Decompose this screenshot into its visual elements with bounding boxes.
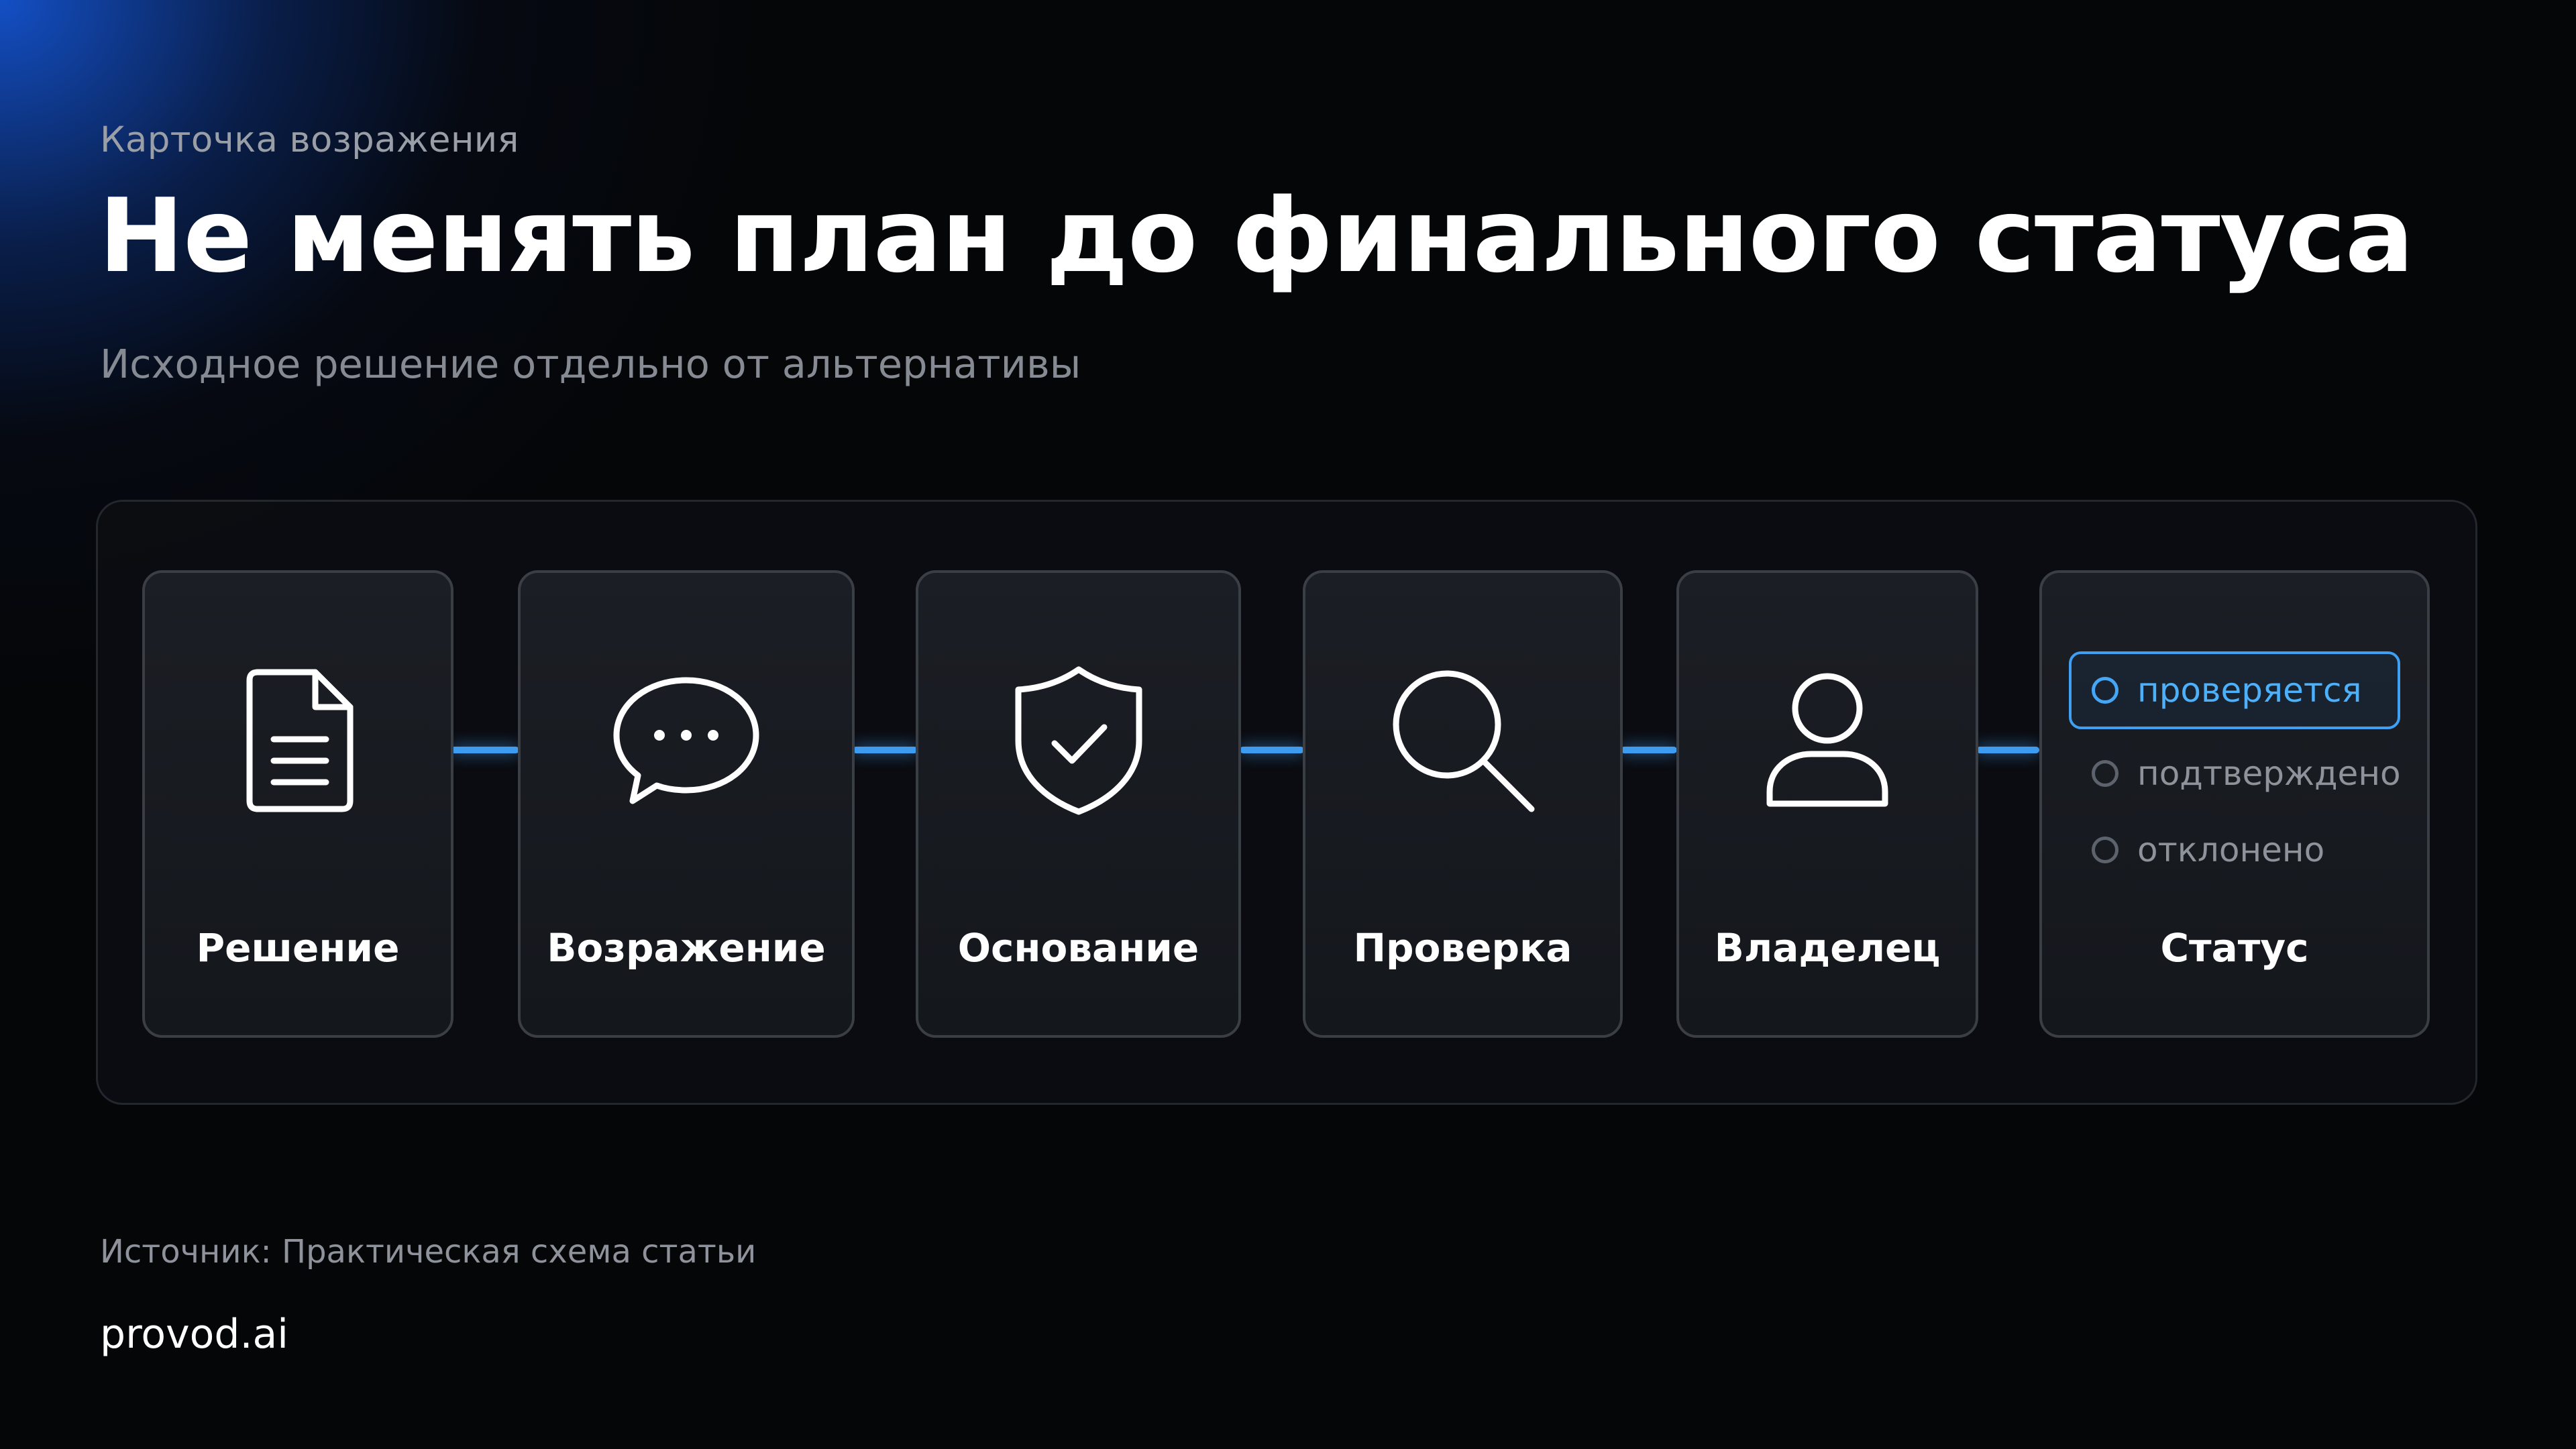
flow-step-label: Статус bbox=[2160, 925, 2309, 971]
flow-step-status: проверяется подтверждено отклонено Стату… bbox=[2039, 570, 2430, 1038]
connector-3-4 bbox=[1240, 747, 1304, 753]
page-title: Не менять план до финального статуса bbox=[99, 176, 2414, 295]
page-subtitle: Исходное решение отдельно от альтернатив… bbox=[100, 341, 1081, 387]
eyebrow-label: Карточка возражения bbox=[100, 119, 519, 160]
status-options: проверяется подтверждено отклонено bbox=[2069, 651, 2401, 894]
flow-step-basis: Основание bbox=[916, 570, 1241, 1038]
flow-step-label: Возражение bbox=[547, 925, 826, 971]
connector-5-6 bbox=[1976, 747, 2039, 753]
status-option-label: отклонено bbox=[2137, 830, 2325, 869]
status-option-rejected[interactable]: отклонено bbox=[2069, 811, 2400, 889]
shield-check-icon bbox=[998, 660, 1159, 821]
radio-icon bbox=[2092, 760, 2118, 787]
user-icon bbox=[1747, 660, 1908, 821]
source-note: Источник: Практическая схема статьи bbox=[100, 1233, 757, 1271]
connector-4-5 bbox=[1621, 747, 1677, 753]
radio-selected-icon bbox=[2092, 677, 2118, 704]
status-option-label: проверяется bbox=[2137, 671, 2362, 710]
flow-step-owner: Владелец bbox=[1676, 570, 1978, 1038]
flow-step-label: Владелец bbox=[1714, 925, 1941, 971]
status-option-in-review[interactable]: проверяется bbox=[2069, 651, 2400, 729]
flow-step-decision: Решение bbox=[142, 570, 453, 1038]
chat-bubble-icon bbox=[606, 660, 767, 821]
flow-step-label: Решение bbox=[196, 925, 400, 971]
connector-2-3 bbox=[853, 747, 918, 753]
radio-icon bbox=[2092, 837, 2118, 863]
flow-step-review: Проверка bbox=[1303, 570, 1623, 1038]
status-option-label: подтверждено bbox=[2137, 754, 2401, 793]
connector-1-2 bbox=[451, 747, 519, 753]
flow-step-label: Проверка bbox=[1353, 925, 1572, 971]
flow-step-label: Основание bbox=[957, 925, 1199, 971]
flow-step-objection: Возражение bbox=[518, 570, 855, 1038]
status-option-confirmed[interactable]: подтверждено bbox=[2069, 735, 2401, 812]
magnifier-icon bbox=[1383, 660, 1544, 821]
document-icon bbox=[217, 660, 378, 821]
brand-logo-text: provod.ai bbox=[100, 1311, 288, 1358]
